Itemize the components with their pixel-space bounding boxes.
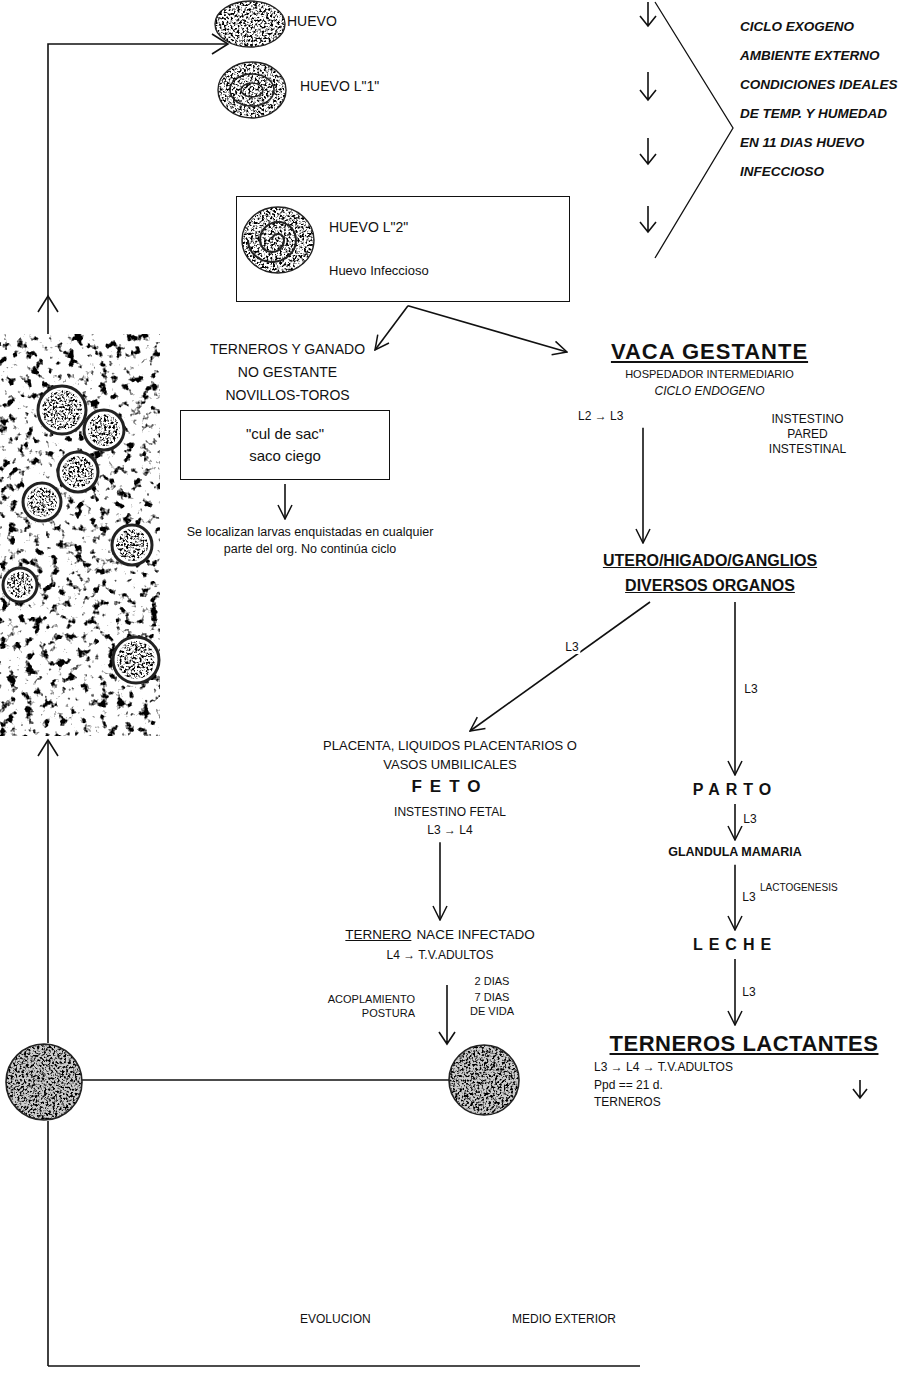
node-text: HUEVO bbox=[287, 13, 377, 31]
flow-arrow bbox=[439, 842, 441, 920]
fetal-stage: PLACENTA, LIQUIDOS PLACENTARIOS O VASOS … bbox=[250, 736, 650, 838]
edge-label: L3 bbox=[740, 985, 757, 999]
cycle-note: CICLO EXOGENO AMBIENTE EXTERNO CONDICION… bbox=[740, 12, 902, 186]
organ-stage: UTERO/HIGADO/GANGLIOS DIVERSOS ORGANOS bbox=[560, 548, 860, 598]
flow-arrow bbox=[470, 602, 650, 731]
cycle-loop-lines bbox=[38, 2, 867, 1366]
node-text: "cul de sac" saco ciego bbox=[229, 423, 341, 467]
flow-arrow bbox=[734, 602, 736, 775]
node-text: VACA GESTANTE bbox=[572, 338, 847, 365]
node-text: Ppd == 21 d. TERNEROS bbox=[594, 1077, 694, 1111]
flow-arrow bbox=[284, 484, 286, 519]
node-text: GLANDULA MAMARIA bbox=[630, 845, 840, 861]
node-text: TERNEROS Y GANADO NO GESTANTE NOVILLOS-T… bbox=[205, 338, 370, 407]
egg-stage-label: HUEVO bbox=[287, 13, 377, 31]
dead-end-box: "cul de sac" saco ciego bbox=[180, 410, 390, 480]
egg-stage-label: HUEVO L"1" bbox=[300, 78, 430, 96]
node-text: HOSPEDADOR INTERMEDIARIO bbox=[572, 368, 847, 382]
calf-stage: TERNEROS LACTANTES L3 → L4 → T.V.ADULTOS P… bbox=[588, 1030, 900, 1111]
edge-label: L3 bbox=[563, 640, 580, 654]
host-group-label: TERNEROS Y GANADO NO GESTANTE NOVILLOS-T… bbox=[205, 338, 370, 407]
egg-l1-drawing bbox=[218, 62, 286, 118]
process-note: ACOPLAMIENTO POSTURA bbox=[300, 992, 415, 1020]
edge-label: L3 bbox=[742, 682, 759, 696]
flow-arrow bbox=[734, 865, 736, 930]
birth-stage: PARTO bbox=[675, 780, 795, 800]
node-text: PLACENTA, LIQUIDOS PLACENTARIOS O VASOS … bbox=[319, 736, 581, 774]
node-text: Huevo Infeccioso bbox=[329, 263, 559, 279]
node-text: L3 → L4 bbox=[250, 823, 650, 838]
process-note: LACTOGENESIS bbox=[760, 882, 850, 895]
edge-label: L3 bbox=[740, 890, 757, 904]
footer-label: MEDIO EXTERIOR bbox=[512, 1312, 652, 1327]
flow-arrow bbox=[642, 428, 644, 543]
flow-arrow bbox=[734, 959, 736, 1025]
flow-arrow bbox=[375, 306, 408, 350]
node-text: L3 → L4 → T.V.ADULTOS bbox=[588, 1060, 900, 1075]
host-heading: VACA GESTANTE HOSPEDADOR INTERMEDIARIO CIC… bbox=[572, 338, 847, 424]
node-text: Se localizan larvas enquistadas en cualq… bbox=[185, 524, 435, 558]
egg-drawing bbox=[215, 1, 285, 47]
time-note: 7 DIAS DE VIDA bbox=[466, 990, 518, 1018]
node-text: INSTESTINO FETAL bbox=[250, 805, 650, 820]
milk-stage: LECHE bbox=[675, 935, 795, 955]
node-text: LECHE bbox=[675, 935, 795, 955]
egg-drawing bbox=[6, 1044, 82, 1120]
flow-arrow bbox=[734, 804, 736, 840]
note-text: Se localizan larvas enquistadas en cualq… bbox=[185, 524, 435, 558]
node-text: HUEVO L"2" bbox=[329, 219, 559, 237]
node-text: TERNERO bbox=[345, 927, 411, 942]
node-text: PARTO bbox=[675, 780, 795, 800]
edge-label: L3 bbox=[741, 812, 758, 826]
calf-stage: TERNERO NACE INFECTADO L4 → T.V.ADULTOS bbox=[300, 925, 580, 963]
footer-label: EVOLUCION bbox=[300, 1312, 420, 1327]
time-note: 2 DIAS bbox=[466, 975, 518, 989]
node-text: CICLO ENDOGENO bbox=[572, 384, 847, 399]
node-text: UTERO/HIGADO/GANGLIOS DIVERSOS ORGANOS bbox=[560, 548, 860, 598]
gland-stage: GLANDULA MAMARIA bbox=[630, 845, 840, 861]
egg-drawing bbox=[449, 1045, 519, 1115]
micrograph-photo bbox=[0, 334, 160, 736]
location-note: INSTESTINO PARED INSTESTINAL bbox=[755, 412, 860, 457]
infective-egg-box: HUEVO L"2" Huevo Infeccioso bbox=[236, 196, 570, 302]
node-text: TERNEROS LACTANTES bbox=[588, 1030, 900, 1057]
node-text: FETO bbox=[250, 776, 650, 797]
node-text: NACE INFECTADO bbox=[416, 927, 534, 942]
flow-arrow bbox=[408, 306, 567, 352]
node-text: HUEVO L"1" bbox=[300, 78, 430, 96]
egg-l2-drawing bbox=[242, 207, 314, 273]
node-text: L4 → T.V.ADULTOS bbox=[300, 948, 580, 963]
node-text: L2 → L3 bbox=[572, 409, 847, 424]
